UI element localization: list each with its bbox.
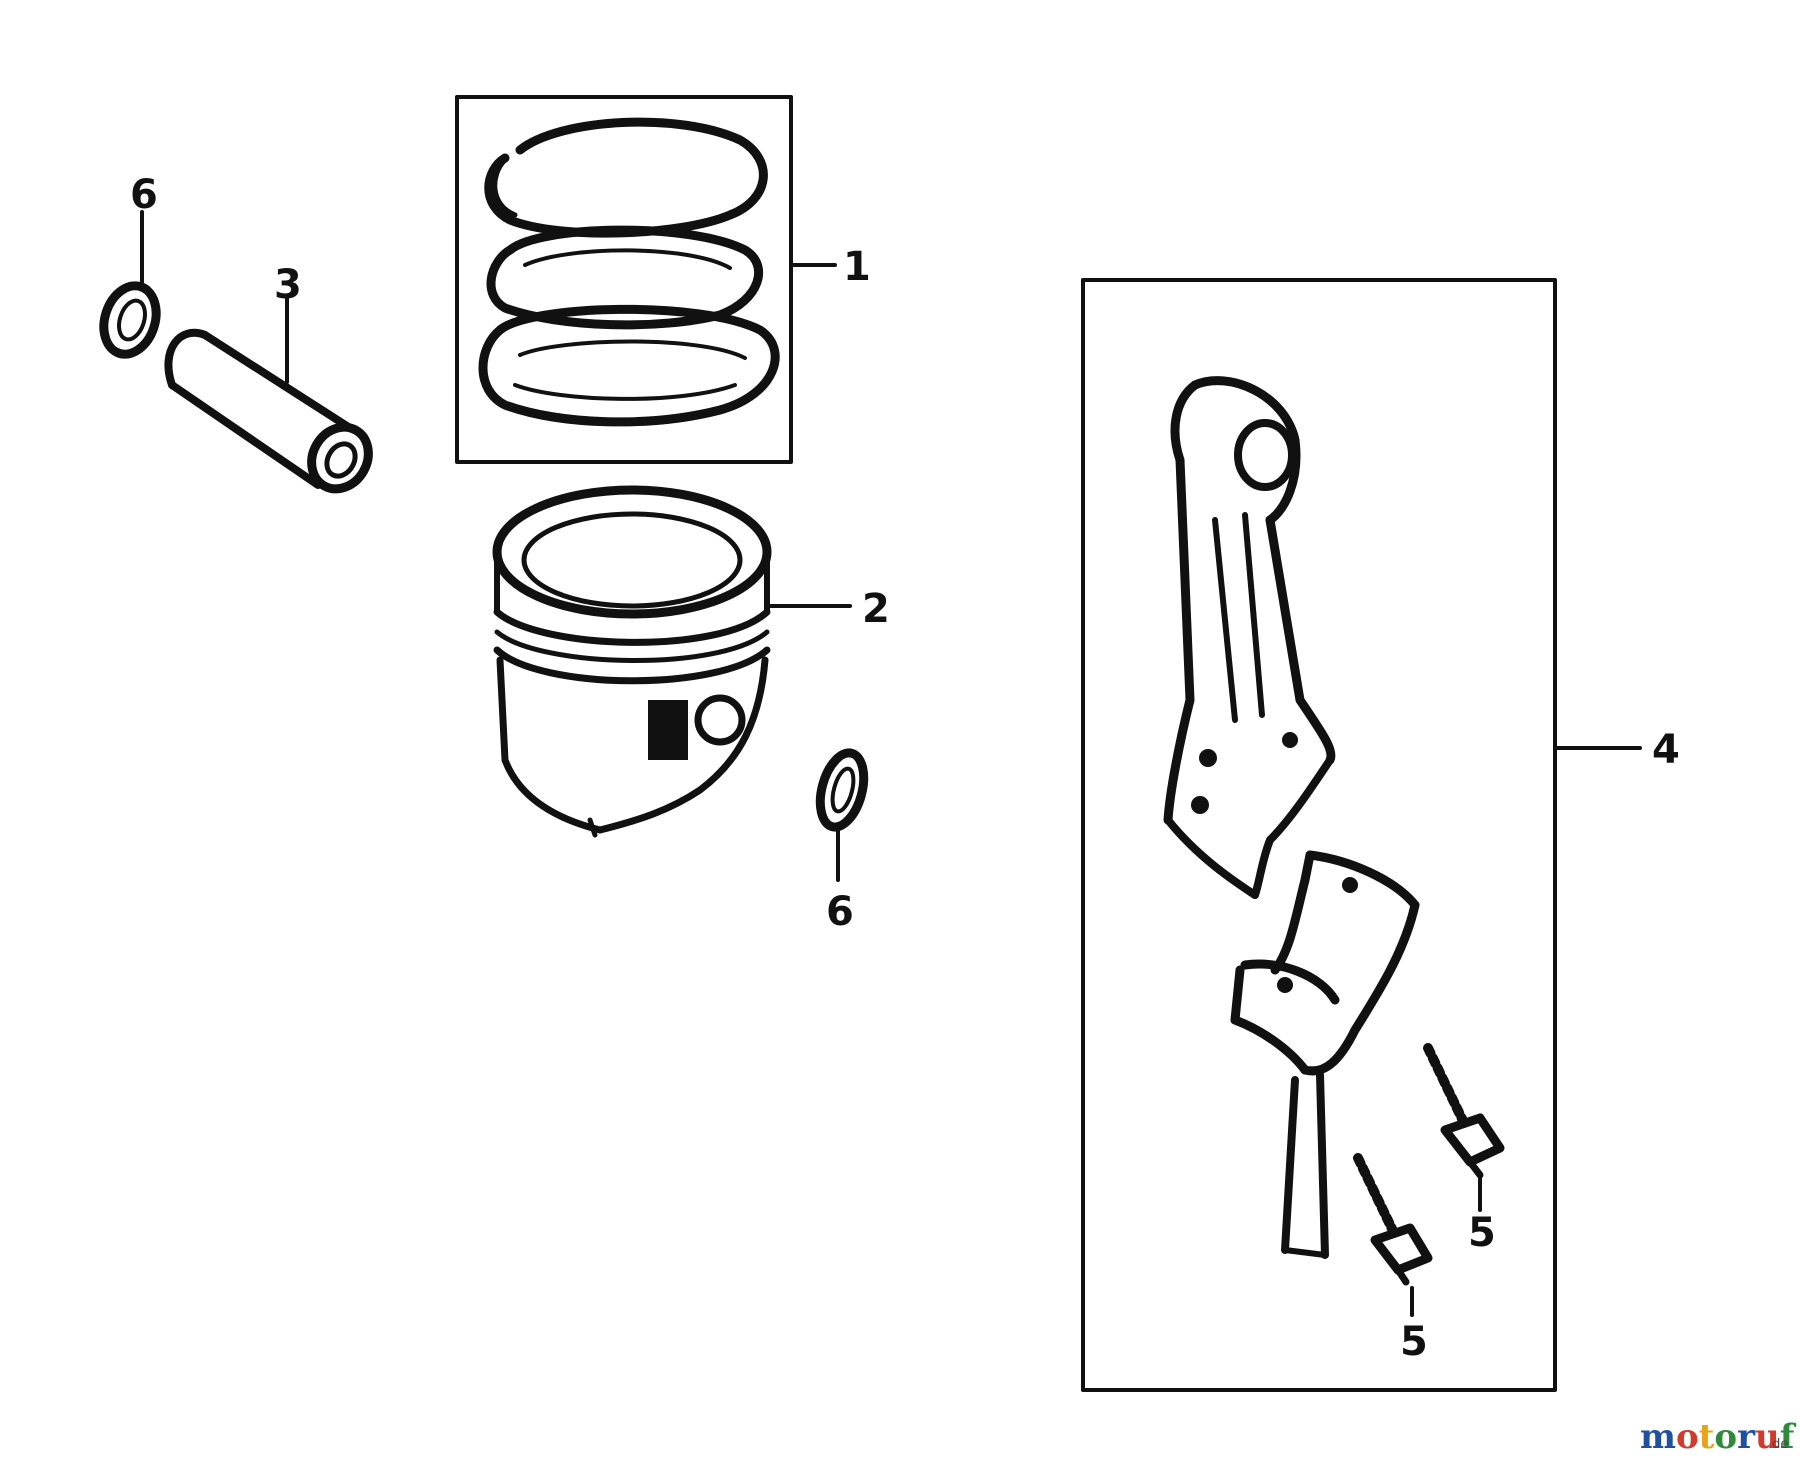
callout-2: 2 bbox=[862, 586, 890, 632]
watermark-letter: o bbox=[1676, 1417, 1699, 1457]
callout-5b: 5 bbox=[1400, 1319, 1428, 1365]
rod-bolt-right bbox=[1423, 1043, 1505, 1179]
rod-cap bbox=[1230, 850, 1420, 1259]
rod-bolt-group-right: 5 bbox=[1423, 1043, 1505, 1256]
ring-set-box bbox=[455, 95, 793, 464]
callout-6a: 6 bbox=[130, 172, 158, 218]
watermark-letter: r bbox=[1737, 1417, 1756, 1457]
callout-5a: 5 bbox=[1468, 1210, 1496, 1256]
circlip-middle bbox=[815, 748, 869, 832]
watermark-letter: t bbox=[1699, 1417, 1715, 1457]
connecting-rod bbox=[1163, 376, 1336, 899]
piston bbox=[492, 485, 772, 838]
piston-ring-oil bbox=[478, 304, 780, 427]
connecting-rod-box bbox=[1081, 278, 1557, 1392]
piston-ring-top bbox=[484, 117, 768, 238]
circlip-left bbox=[99, 281, 161, 359]
rod-bolt-lower bbox=[1353, 1153, 1433, 1286]
watermark-letter: u bbox=[1755, 1417, 1780, 1457]
svg-text:motoruf: motoruf bbox=[1640, 1417, 1797, 1457]
rod-bolt-group-lower: 5 bbox=[1353, 1153, 1433, 1365]
circlip-group-middle: 6 bbox=[815, 748, 869, 935]
piston-group: 2 bbox=[492, 485, 890, 838]
piston-pin bbox=[164, 329, 373, 494]
watermark-logo: motoruf .de bbox=[1640, 1417, 1797, 1457]
watermark-letter: m bbox=[1640, 1417, 1676, 1457]
circlip-group-left: 6 bbox=[99, 172, 161, 359]
connecting-rod-group: 4 bbox=[1081, 278, 1680, 1392]
callout-4: 4 bbox=[1652, 727, 1680, 773]
callout-1: 1 bbox=[843, 244, 871, 290]
piston-pin-group: 3 bbox=[164, 262, 373, 494]
piston-ring-set-group: 1 bbox=[455, 95, 871, 464]
svg-text:.de: .de bbox=[1768, 1437, 1788, 1452]
callout-6b: 6 bbox=[826, 889, 854, 935]
watermark-letter: f bbox=[1780, 1417, 1797, 1457]
callout-3: 3 bbox=[274, 262, 302, 308]
watermark-letter: o bbox=[1714, 1417, 1737, 1457]
